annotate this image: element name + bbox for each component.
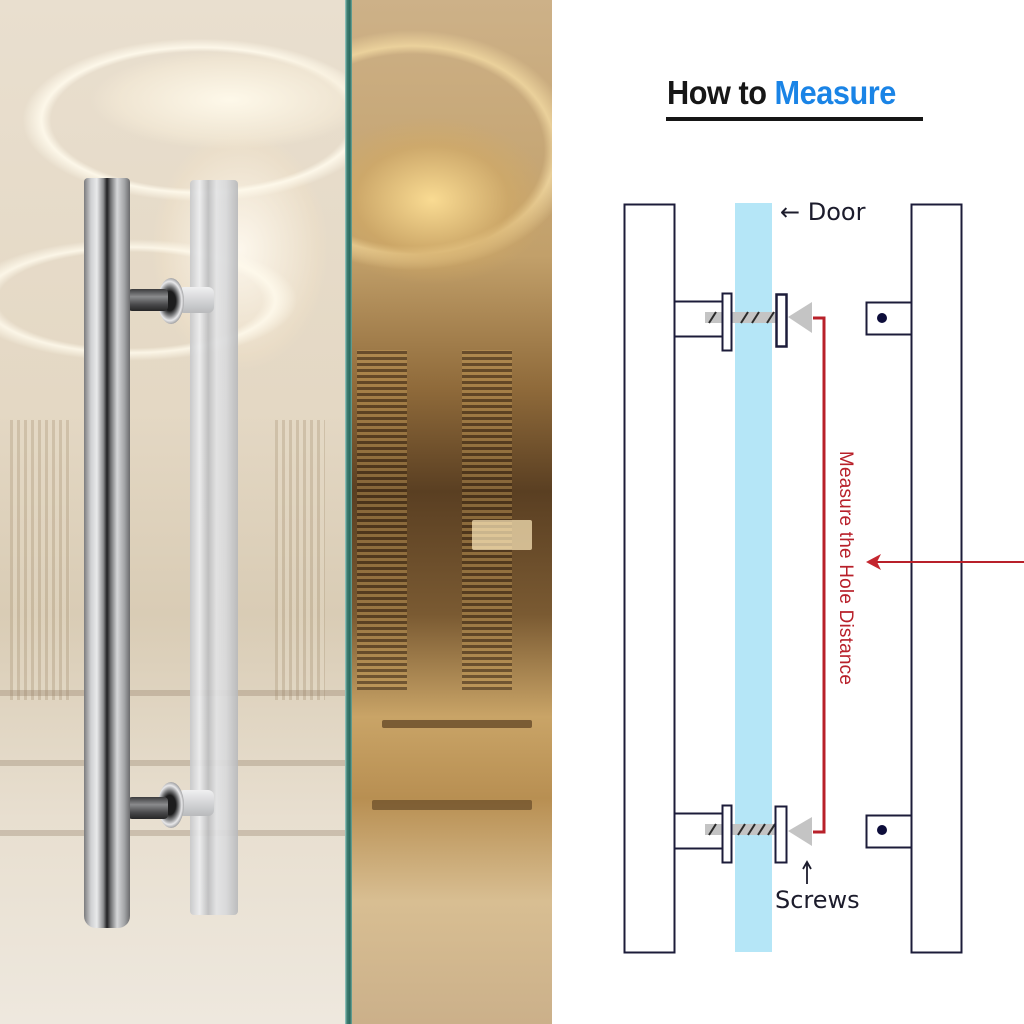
title-how-to: How to bbox=[667, 74, 767, 111]
floor-line bbox=[0, 830, 345, 836]
handle-bar-right bbox=[910, 203, 963, 954]
fixing-top bbox=[673, 292, 812, 352]
door-label: ← Door bbox=[780, 198, 866, 226]
washer-right-top bbox=[775, 293, 788, 348]
floor-inlay bbox=[382, 720, 532, 728]
lobby-light bbox=[472, 520, 532, 550]
hole-dot-top bbox=[877, 313, 887, 323]
washer-right-bottom bbox=[774, 805, 788, 864]
washer-left-bottom bbox=[721, 804, 733, 864]
floor-line bbox=[0, 690, 345, 696]
fixing-bottom bbox=[673, 804, 812, 864]
lobby-wall-panel bbox=[357, 350, 407, 690]
product-photo bbox=[0, 0, 552, 1024]
lobby-pillar bbox=[10, 420, 70, 700]
floor-line bbox=[0, 760, 345, 766]
hole-dot-bottom bbox=[877, 825, 887, 835]
measure-bracket bbox=[813, 316, 826, 834]
measure-hole-distance-label: Measure the Hole Distance bbox=[835, 450, 856, 686]
pointer-arrow-head-icon bbox=[866, 554, 881, 570]
screw-shaft-top bbox=[705, 312, 777, 323]
handle-bar-left bbox=[623, 203, 676, 954]
lobby-through-glass bbox=[0, 0, 345, 1024]
glass-door-edge bbox=[345, 0, 352, 1024]
standoff-right-top bbox=[865, 301, 913, 336]
handle-bar-front bbox=[84, 178, 130, 928]
title-measure: Measure bbox=[774, 74, 897, 111]
standoff-right-bottom bbox=[865, 814, 913, 849]
page-title: How to Measure bbox=[667, 74, 896, 112]
screws-label: Screws bbox=[775, 886, 860, 914]
lobby-direct-view bbox=[352, 0, 552, 1024]
screws-arrow-head-icon bbox=[802, 860, 812, 870]
screw-head-bottom bbox=[788, 817, 812, 846]
washer-left-top bbox=[721, 292, 733, 352]
lobby-pillar bbox=[275, 420, 325, 700]
standoff-back-top bbox=[178, 287, 214, 313]
screw-thread-top bbox=[708, 311, 775, 324]
floor-inlay bbox=[372, 800, 532, 810]
standoff-front-bottom bbox=[128, 797, 168, 819]
standoff-back-bottom bbox=[178, 790, 214, 816]
title-underline bbox=[666, 117, 923, 121]
standoff-front-top bbox=[128, 289, 168, 311]
screw-thread-bottom bbox=[708, 823, 776, 836]
screw-head-top bbox=[788, 302, 812, 333]
